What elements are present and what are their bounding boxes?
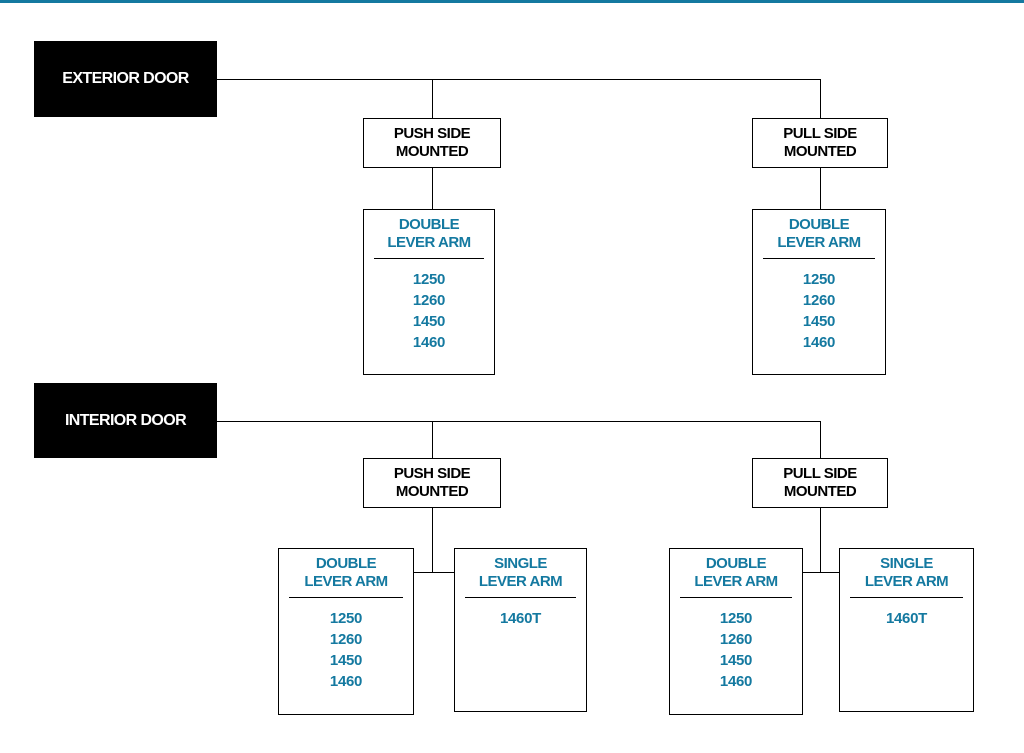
arm-divider — [289, 597, 403, 598]
interior-pull-double-title: DOUBLE LEVER ARM — [670, 555, 802, 591]
interior-pull-line1: PULL SIDE — [783, 465, 857, 482]
model-number: 1460T — [885, 610, 928, 627]
model-number: 1250 — [412, 271, 446, 288]
arm-divider — [850, 597, 963, 598]
arm-title-line1: DOUBLE — [705, 555, 767, 572]
interior-pull-double-models: 1250 1260 1450 1460 — [670, 608, 802, 692]
interior-pull-line2: MOUNTED — [783, 483, 857, 500]
model-number: 1250 — [719, 610, 753, 627]
interior-main-connector — [217, 421, 821, 422]
model-number: 1450 — [719, 652, 753, 669]
interior-push-line1: PUSH SIDE — [393, 465, 471, 482]
arm-title-line1: SINGLE — [880, 555, 933, 572]
arm-divider — [374, 258, 484, 259]
model-number: 1460 — [329, 673, 363, 690]
exterior-main-connector — [217, 79, 821, 80]
arm-title-line1: SINGLE — [494, 555, 547, 572]
model-number: 1460 — [412, 334, 446, 351]
arm-title-line1: DOUBLE — [788, 216, 850, 233]
arm-title-line2: LEVER ARM — [694, 573, 778, 590]
interior-push-drop — [432, 421, 433, 459]
exterior-push-line1: PUSH SIDE — [393, 125, 471, 142]
interior-push-single-title: SINGLE LEVER ARM — [455, 555, 586, 591]
interior-pull-double-lever-box: DOUBLE LEVER ARM 1250 1260 1450 1460 — [669, 548, 803, 715]
model-number: 1260 — [802, 292, 836, 309]
model-number: 1450 — [802, 313, 836, 330]
model-number: 1450 — [412, 313, 446, 330]
interior-push-single-models: 1460T — [455, 608, 586, 629]
model-number: 1460T — [499, 610, 542, 627]
model-number: 1460 — [719, 673, 753, 690]
exterior-push-to-double — [432, 167, 433, 210]
exterior-push-line2: MOUNTED — [395, 143, 469, 160]
arm-title-line2: LEVER ARM — [387, 234, 471, 251]
model-number: 1260 — [719, 631, 753, 648]
interior-pull-stem — [820, 507, 821, 573]
arm-title-line2: LEVER ARM — [864, 573, 949, 590]
exterior-pull-double-title: DOUBLE LEVER ARM — [753, 216, 885, 252]
interior-pull-split — [802, 572, 840, 573]
model-number: 1460 — [802, 334, 836, 351]
model-number: 1260 — [329, 631, 363, 648]
exterior-pull-line2: MOUNTED — [783, 143, 857, 160]
exterior-pull-double-models: 1250 1260 1450 1460 — [753, 269, 885, 353]
interior-push-single-lever-box: SINGLE LEVER ARM 1460T — [454, 548, 587, 712]
interior-pull-single-models: 1460T — [840, 608, 973, 629]
exterior-pull-drop — [820, 79, 821, 119]
model-number: 1450 — [329, 652, 363, 669]
exterior-pull-to-double — [820, 167, 821, 210]
interior-push-double-title: DOUBLE LEVER ARM — [279, 555, 413, 591]
exterior-door-label: EXTERIOR DOOR — [34, 41, 217, 117]
interior-pull-drop — [820, 421, 821, 459]
interior-push-split — [413, 572, 455, 573]
exterior-push-side-box: PUSH SIDE MOUNTED — [363, 118, 501, 168]
arm-divider — [763, 258, 875, 259]
exterior-push-double-lever-box: DOUBLE LEVER ARM 1250 1260 1450 1460 — [363, 209, 495, 375]
exterior-push-double-models: 1250 1260 1450 1460 — [364, 269, 494, 353]
exterior-pull-line1: PULL SIDE — [783, 125, 857, 142]
arm-divider — [465, 597, 576, 598]
interior-push-side-box: PUSH SIDE MOUNTED — [363, 458, 501, 508]
exterior-pull-side-box: PULL SIDE MOUNTED — [752, 118, 888, 168]
model-number: 1260 — [412, 292, 446, 309]
arm-title-line2: LEVER ARM — [478, 573, 563, 590]
model-number: 1250 — [329, 610, 363, 627]
interior-pull-single-lever-box: SINGLE LEVER ARM 1460T — [839, 548, 974, 712]
arm-title-line1: DOUBLE — [398, 216, 460, 233]
interior-pull-side-box: PULL SIDE MOUNTED — [752, 458, 888, 508]
interior-push-double-models: 1250 1260 1450 1460 — [279, 608, 413, 692]
arm-title-line2: LEVER ARM — [777, 234, 861, 251]
arm-title-line2: LEVER ARM — [304, 573, 388, 590]
arm-title-line1: DOUBLE — [315, 555, 377, 572]
interior-push-line2: MOUNTED — [395, 483, 469, 500]
exterior-pull-double-lever-box: DOUBLE LEVER ARM 1250 1260 1450 1460 — [752, 209, 886, 375]
interior-pull-single-title: SINGLE LEVER ARM — [840, 555, 973, 591]
model-number: 1250 — [802, 271, 836, 288]
interior-door-label: INTERIOR DOOR — [34, 383, 217, 458]
top-accent-rule — [0, 0, 1024, 3]
interior-push-double-lever-box: DOUBLE LEVER ARM 1250 1260 1450 1460 — [278, 548, 414, 715]
arm-divider — [680, 597, 792, 598]
exterior-push-drop — [432, 79, 433, 119]
exterior-push-double-title: DOUBLE LEVER ARM — [364, 216, 494, 252]
interior-push-stem — [432, 507, 433, 573]
